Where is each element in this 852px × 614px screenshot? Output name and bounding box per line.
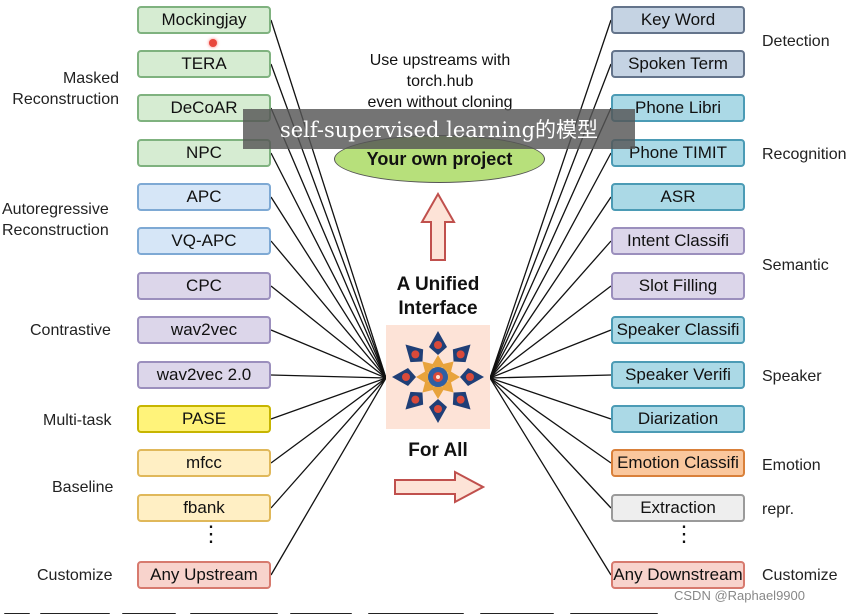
downstream-wire (489, 377, 612, 509)
group-repr: repr. (762, 501, 795, 518)
group-customize-left: Customize (37, 567, 113, 584)
group-contrastive: Contrastive (30, 322, 111, 339)
upstream-fbank: fbank (137, 494, 271, 522)
downstream-wire (489, 329, 612, 379)
downstream-wire (489, 374, 612, 379)
your-own-project-label: Your own project (366, 148, 513, 169)
unified-interface-title-line2: Interface (398, 298, 478, 319)
upstream-wire (270, 377, 387, 464)
group-detection: Detection (762, 33, 830, 50)
group-semantic: Semantic (762, 257, 829, 274)
group-autoregressive-reconstruction: Autoregressive Reconstruction (2, 201, 109, 239)
torch-hub-note-line3: even without cloning (367, 94, 513, 111)
upstream-vq-apc: VQ-APC (137, 227, 271, 255)
group-masked-reconstruction: Masked Reconstruction (12, 70, 119, 108)
downstream-wire (489, 377, 612, 464)
for-all-label: For All (408, 440, 468, 461)
downstream-wire (489, 152, 612, 379)
downstream-key-word: Key Word (611, 6, 745, 34)
downstream-emotion-classification: Emotion Classifi (611, 449, 745, 477)
unified-interface-title-line1: A Unified (396, 274, 480, 295)
downstream-wire (489, 107, 612, 379)
downstream-phone-timit: Phone TIMIT (611, 139, 745, 167)
upstream-pase: PASE (137, 405, 271, 433)
downstream-more-dots: ⋮ (673, 521, 695, 546)
mandala-icon (392, 331, 484, 423)
upstream-wire (270, 285, 387, 379)
upstream-wire (270, 152, 387, 379)
upstream-more-dots: ⋮ (200, 521, 222, 546)
torch-hub-note-line1: Use upstreams with (369, 52, 511, 69)
downstream-diarization: Diarization (611, 405, 745, 433)
upstream-wire (270, 107, 387, 379)
upstream-wav2vec-2: wav2vec 2.0 (137, 361, 271, 389)
upstream-wire (270, 377, 387, 509)
cursor-dot (209, 39, 217, 47)
upstream-cpc: CPC (137, 272, 271, 300)
upstream-tera: TERA (137, 50, 271, 78)
downstream-wire (489, 240, 612, 379)
downstream-wire (489, 19, 612, 379)
downstream-speaker-verification: Speaker Verifi (611, 361, 745, 389)
mandala-logo (386, 325, 490, 429)
downstream-extraction: Extraction (611, 494, 745, 522)
group-emotion: Emotion (762, 457, 821, 474)
upstream-mockingjay: Mockingjay (137, 6, 271, 34)
downstream-speaker-classification: Speaker Classifi (611, 316, 745, 344)
upstream-wire (270, 240, 387, 379)
downstream-wire (489, 377, 612, 420)
upstream-wire (270, 196, 387, 379)
downstream-wire (489, 285, 612, 379)
upstream-wire (270, 377, 387, 420)
upstream-wire (270, 329, 387, 379)
upstream-mfcc: mfcc (137, 449, 271, 477)
upstream-wire (270, 377, 387, 576)
group-customize-right: Customize (762, 567, 838, 584)
torch-hub-note-line2: torch.hub (406, 73, 474, 90)
right-arrow-icon (394, 470, 485, 504)
downstream-wire (489, 196, 612, 379)
downstream-intent-classification: Intent Classifi (611, 227, 745, 255)
upstream-apc: APC (137, 183, 271, 211)
upstream-wire (270, 374, 387, 379)
downstream-wire (489, 377, 612, 576)
downstream-any: Any Downstream (611, 561, 745, 589)
downstream-asr: ASR (611, 183, 745, 211)
upstream-wire (270, 19, 387, 379)
csdn-watermark: CSDN @Raphael9900 (674, 588, 805, 603)
downstream-spoken-term: Spoken Term (611, 50, 745, 78)
group-baseline: Baseline (52, 479, 114, 496)
upstream-npc: NPC (137, 139, 271, 167)
video-subtitle: self-supervised learning的模型 (243, 109, 635, 149)
up-arrow-icon (420, 192, 456, 261)
group-multi-task: Multi-task (43, 412, 112, 429)
group-speaker: Speaker (762, 368, 822, 385)
group-recognition: Recognition (762, 146, 847, 163)
upstream-wav2vec: wav2vec (137, 316, 271, 344)
upstream-any: Any Upstream (137, 561, 271, 589)
downstream-slot-filling: Slot Filling (611, 272, 745, 300)
cropped-text-strip (0, 604, 852, 614)
